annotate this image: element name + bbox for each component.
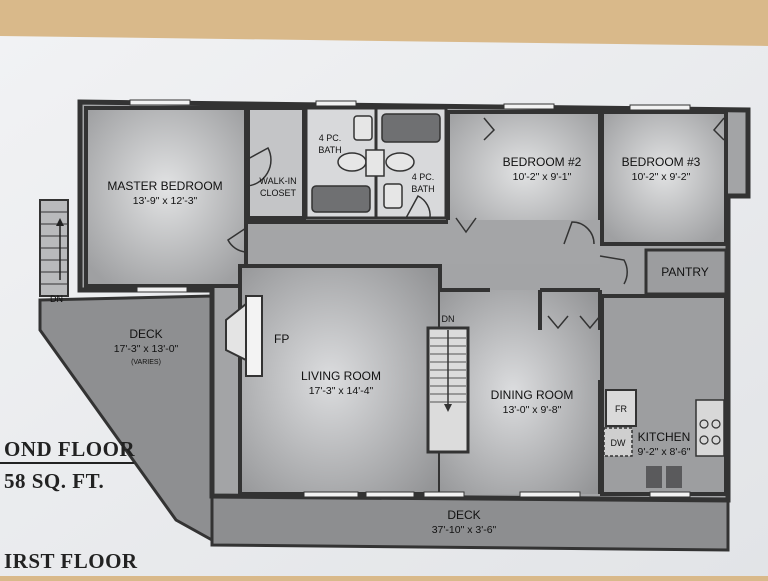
master-bedroom-dims: 13'-9" x 12'-3"	[133, 195, 198, 207]
door-swing	[405, 195, 431, 219]
closet-label-1: WALK-IN	[259, 176, 296, 186]
master-bedroom-area	[84, 106, 248, 288]
deck-front-area	[210, 494, 730, 552]
bedroom-2-name: BEDROOM #2	[503, 155, 582, 169]
bath-2-label-1: 4 PC.	[412, 172, 435, 182]
closet-label-2: CLOSET	[260, 188, 297, 198]
window	[519, 491, 581, 498]
walk-in-closet-area	[246, 106, 306, 220]
door-swing	[547, 315, 569, 330]
kitchen-dims: 9'-2" x 8'-6"	[638, 446, 691, 458]
kitchen-sink	[666, 466, 682, 488]
bath-1-label-1: 4 PC.	[319, 133, 342, 143]
deck-side-dims: 17'-3" x 13'-0"	[114, 343, 179, 355]
door-swing	[563, 221, 595, 245]
dishwasher-label: DW	[611, 438, 626, 448]
vanity	[365, 149, 385, 177]
living-room-area	[238, 264, 442, 496]
pantry-name: PANTRY	[661, 265, 709, 279]
deck-side-note: (VARIES)	[131, 359, 161, 366]
stove-burner	[711, 419, 721, 429]
fridge-label: FR	[615, 404, 627, 414]
window	[629, 104, 691, 111]
bathtub	[311, 185, 371, 213]
deck-front-dims: 37'-10" x 3'-6"	[432, 524, 497, 536]
bedroom-3-area	[600, 110, 728, 246]
door-swing	[245, 146, 272, 187]
square-feet-caption: 58 SQ. FT.	[4, 469, 104, 493]
window	[129, 99, 191, 106]
bedroom-2-dims: 10'-2" x 9'-1"	[513, 171, 572, 183]
deck-side-area	[38, 294, 214, 543]
door-swing	[227, 227, 247, 253]
window	[503, 103, 555, 110]
window	[136, 286, 188, 293]
stair-dn-label: DN	[442, 314, 455, 324]
living-room-dims: 17'-3" x 14'-4"	[309, 385, 374, 397]
toilet	[385, 152, 415, 172]
deck-side-name: DECK	[129, 327, 162, 341]
exterior-stair-dn-label: DN	[50, 294, 63, 304]
hallway-area	[248, 220, 600, 264]
bath-1-label-2: BATH	[318, 145, 341, 155]
dishwasher	[603, 427, 633, 457]
kitchen-sink	[646, 466, 662, 488]
stove-burner	[699, 419, 709, 429]
sink	[353, 115, 373, 141]
window	[649, 491, 691, 498]
deck-front-name: DECK	[447, 508, 480, 522]
kitchen-counter	[695, 399, 725, 457]
door-swing	[712, 117, 725, 141]
fridge	[605, 389, 637, 427]
dining-room-dims: 13'-0" x 9'-8"	[503, 404, 562, 416]
bedroom-3-dims: 10'-2" x 9'-2"	[632, 171, 691, 183]
window	[423, 491, 465, 498]
dining-room-name: DINING ROOM	[491, 388, 574, 402]
bath-2-label-2: BATH	[411, 184, 434, 194]
kitchen-name: KITCHEN	[638, 430, 691, 444]
fireplace	[245, 295, 263, 377]
bedroom-3-name: BEDROOM #3	[622, 155, 701, 169]
window	[365, 491, 415, 498]
stove-burner	[699, 435, 709, 445]
door-swing	[599, 255, 628, 285]
fireplace-label: FP	[274, 332, 289, 346]
door-swing	[579, 315, 601, 330]
bathtub	[381, 113, 441, 143]
pantry-area	[644, 248, 728, 296]
stove-burner	[711, 435, 721, 445]
floor-title-caption: OND FLOOR	[4, 437, 135, 461]
door-swing	[483, 117, 496, 141]
living-room-name: LIVING ROOM	[301, 369, 381, 383]
sink	[383, 183, 403, 209]
next-floor-caption: IRST FLOOR	[4, 549, 138, 573]
window	[303, 491, 359, 498]
master-bedroom-name: MASTER BEDROOM	[107, 179, 222, 193]
door-swing	[455, 217, 477, 234]
toilet	[337, 152, 367, 172]
window	[315, 100, 357, 107]
